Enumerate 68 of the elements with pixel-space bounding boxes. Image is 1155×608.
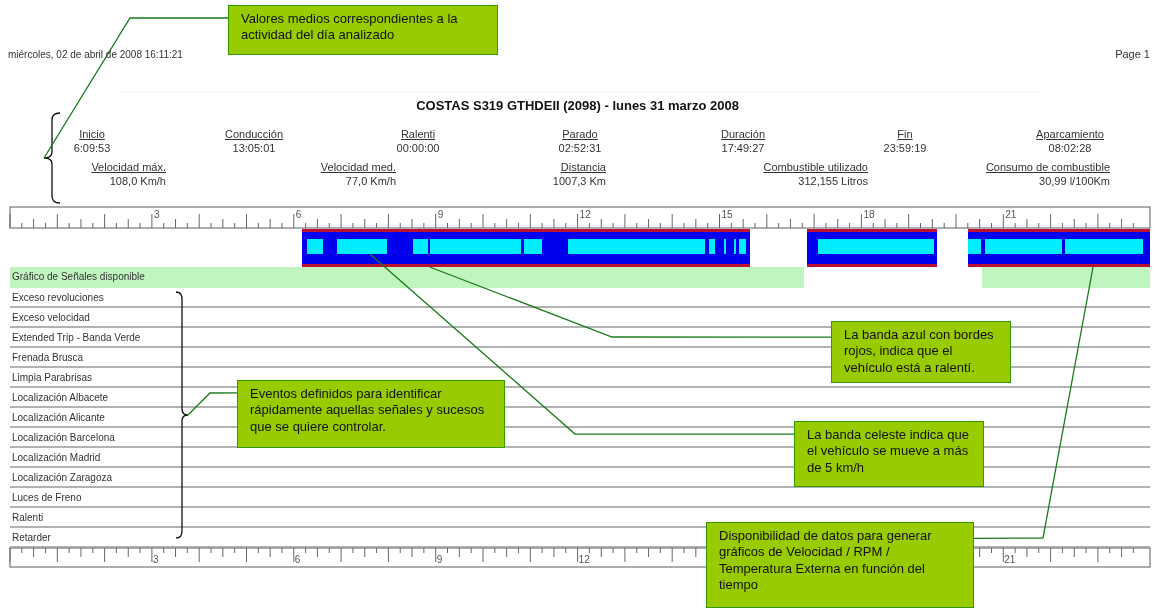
event-name: Exceso velocidad [12, 312, 90, 323]
event-name: Luces de Freno [12, 492, 82, 503]
tick-label: 21 [1004, 554, 1016, 565]
tick-label: 6 [294, 554, 301, 565]
stat-label: Distancia [559, 161, 606, 174]
moving-band [337, 239, 387, 254]
event-name: Extended Trip - Banda Verde [12, 332, 141, 343]
stat-label: Parado [561, 128, 599, 141]
event-name: Ralenti [12, 512, 44, 523]
curly-brace [44, 112, 60, 204]
stat-value: 17:49:27 [720, 142, 766, 155]
callout-box: Valores medios correspondientes a la actividad del día analizado [228, 5, 498, 55]
stat-label: Ralenti [399, 128, 437, 141]
leader-line [369, 253, 795, 435]
tick-label: 9 [437, 209, 444, 220]
event-name: Localización Alicante [12, 412, 105, 423]
report-date: miércoles, 02 de abril de 2008 16:11:21 [8, 49, 183, 60]
tick-label: 6 [295, 209, 302, 220]
activity-band-drawing [968, 229, 1150, 267]
report-title: COSTAS S319 GTHDEII (2098) - lunes 31 marzo 2008 [415, 99, 740, 114]
event-name: Retarder [12, 532, 51, 543]
leader-line [43, 17, 229, 159]
stat-value: 08:02:28 [1047, 142, 1093, 155]
event-name: Limpia Parabrisas [12, 372, 93, 383]
stat-value: 1007,3 Km [551, 175, 606, 188]
callout-box: La banda celeste indica que el vehículo se mueve a más de 5 km/h [794, 421, 984, 487]
tick-label: 12 [579, 209, 591, 220]
stat-value: 108,0 Km/h [108, 175, 166, 188]
stat-value: 00:00:00 [395, 142, 441, 155]
curly-brace [176, 291, 188, 539]
stat-label: Duración [720, 128, 766, 141]
tick-label: 15 [721, 209, 733, 220]
event-name: Localización Zaragoza [12, 472, 113, 483]
leader-line [973, 266, 1094, 539]
stat-value: 312,155 Litros [797, 175, 868, 188]
stat-label: Fin [896, 128, 914, 141]
event-name: Localización Madrid [12, 452, 101, 463]
tick-label: 18 [863, 209, 875, 220]
stat-label: Velocidad med. [319, 161, 396, 174]
callout-box: Disponibilidad de datos para generar gráficos de Velocidad / RPM / Temperatura Externa en función del tiempo [706, 522, 974, 608]
callout-box: Eventos definidos para identificar rápidamente aquellas señales y sucesos que se quiere controlar. [237, 380, 505, 448]
page-number: Page 1 [1115, 48, 1150, 61]
tick-label: 21 [1005, 209, 1017, 220]
stat-label: Conducción [223, 128, 285, 141]
tick-label: 3 [152, 554, 159, 565]
stat-label: Velocidad máx. [90, 161, 166, 174]
stat-value: 02:52:31 [557, 142, 603, 155]
event-name: Localización Albacete [12, 392, 109, 403]
event-name: Frenada Brusca [12, 352, 84, 363]
bar-label: Gráfico de Señales disponible [12, 271, 145, 282]
leader-line [187, 392, 238, 416]
stat-value: 13:05:01 [231, 142, 277, 155]
tick-label: 9 [436, 554, 443, 565]
tick-label: 12 [578, 554, 590, 565]
callout-box: La banda azul con bordes rojos, indica que el vehículo está a ralentí. [831, 321, 1011, 383]
stat-label: Consumo de combustible [984, 161, 1110, 174]
tick-label: 3 [153, 209, 160, 220]
stat-label: Combustible utilizado [762, 161, 868, 174]
activity-band-drawing [302, 229, 750, 267]
availability-bar [10, 267, 1150, 288]
leader-line [429, 266, 832, 338]
stat-label: Inicio [78, 128, 106, 141]
stat-value: 30,99 l/100Km [1038, 175, 1110, 188]
stat-label: Aparcamiento [1035, 128, 1105, 141]
event-name: Localización Barcelona [12, 432, 115, 443]
stat-value: 6:09:53 [72, 142, 112, 155]
stat-value: 23:59:19 [882, 142, 928, 155]
stat-value: 77,0 Km/h [344, 175, 396, 188]
